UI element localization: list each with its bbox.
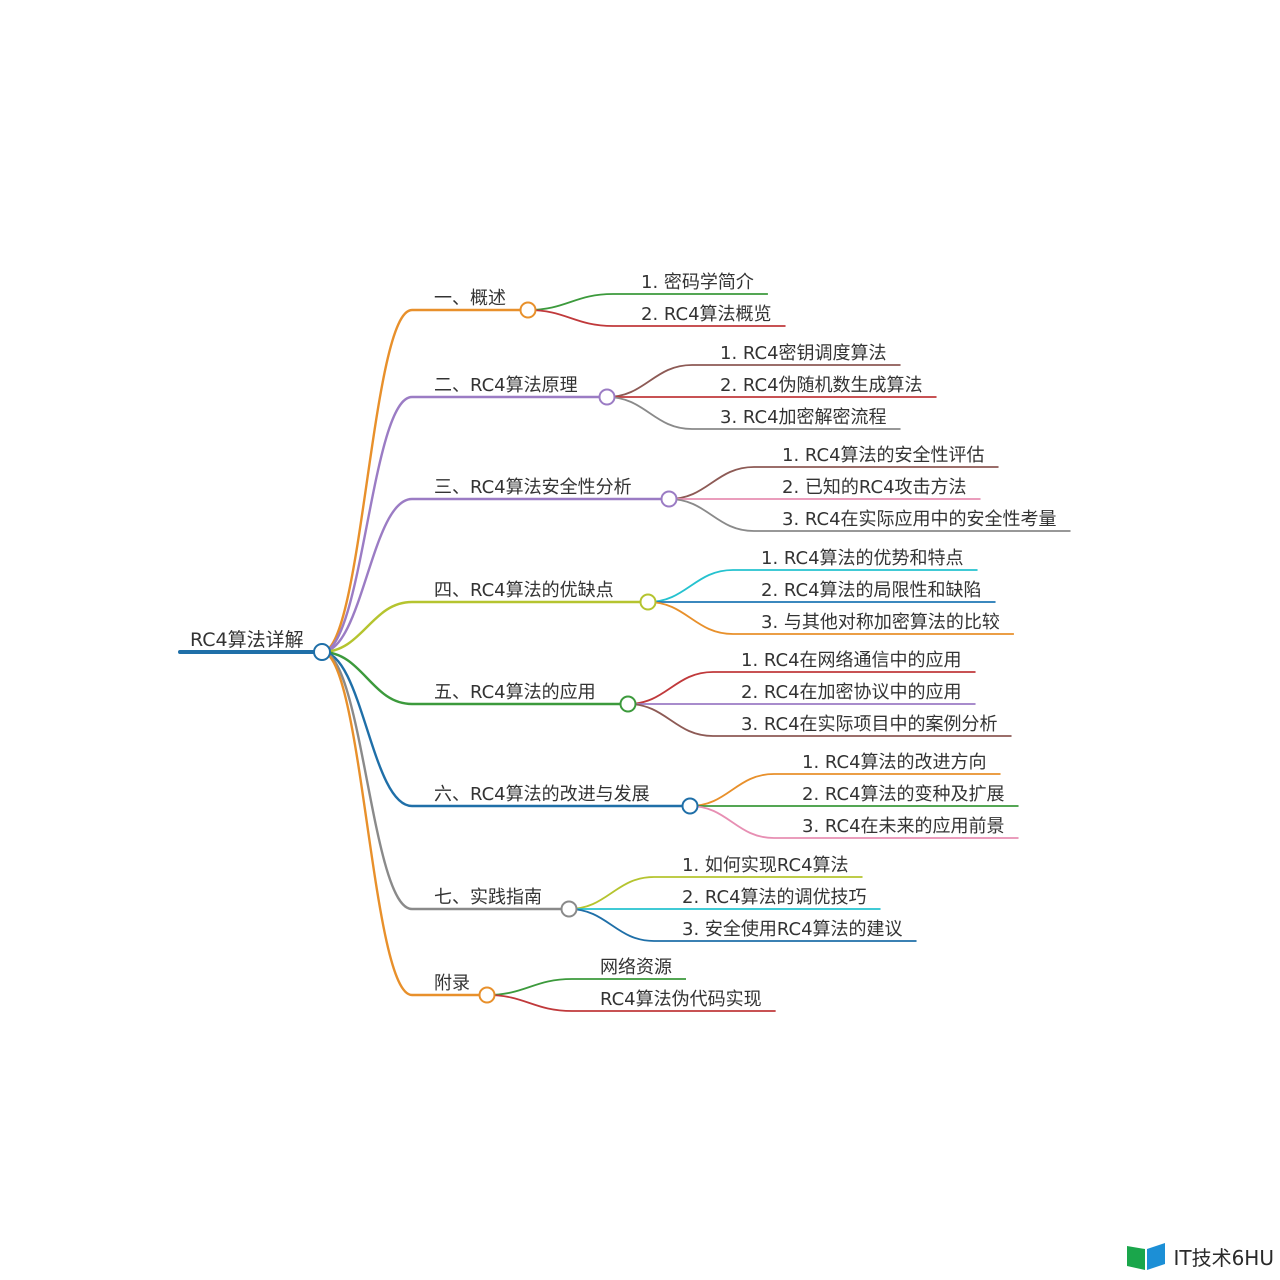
- branch-label-3: 三、RC4算法安全性分析: [434, 477, 632, 498]
- leaf-connector-8-2: [486, 994, 573, 1012]
- leaf-label-7-1: 1. 如何实现RC4算法: [682, 855, 849, 876]
- branch-node-circle-2[interactable]: [598, 388, 616, 406]
- leaf-connector-8-1: [486, 978, 573, 996]
- branch-label-4: 四、RC4算法的优缺点: [434, 580, 614, 601]
- branch-label-2: 二、RC4算法原理: [434, 375, 578, 396]
- leaf-label-3-2: 2. 已知的RC4攻击方法: [782, 477, 967, 498]
- leaf-label-4-3: 3. 与其他对称加密算法的比较: [761, 612, 1000, 633]
- leaf-label-1-2: 2. RC4算法概览: [641, 304, 772, 325]
- leaf-label-7-2: 2. RC4算法的调优技巧: [682, 887, 867, 908]
- book-logo-icon: [1127, 1243, 1166, 1270]
- leaf-label-6-1: 1. RC4算法的改进方向: [802, 752, 987, 773]
- leaf-connector-7-1: [568, 876, 655, 910]
- branch-connector-1: [321, 308, 413, 654]
- leaf-connector-2-1: [606, 364, 693, 398]
- leaf-label-4-2: 2. RC4算法的局限性和缺陷: [761, 580, 982, 601]
- leaf-connector-5-1: [627, 671, 714, 705]
- watermark-text: IT技术6HU: [1173, 1245, 1274, 1270]
- branch-node-circle-1[interactable]: [519, 301, 537, 319]
- branch-label-5: 五、RC4算法的应用: [434, 682, 596, 703]
- leaf-connector-6-3: [689, 805, 775, 839]
- branch-label-8: 附录: [434, 973, 470, 994]
- leaf-label-3-3: 3. RC4在实际应用中的安全性考量: [782, 509, 1057, 530]
- branch-node-circle-4[interactable]: [639, 593, 657, 611]
- leaf-connector-2-3: [606, 396, 693, 430]
- leaf-connector-6-1: [689, 773, 775, 807]
- leaf-label-4-1: 1. RC4算法的优势和特点: [761, 548, 964, 569]
- leaf-connector-3-1: [668, 466, 755, 500]
- leaf-label-5-3: 3. RC4在实际项目中的案例分析: [741, 714, 998, 735]
- branch-connector-8: [321, 650, 413, 997]
- connector-layer: [178, 293, 1071, 1012]
- leaf-label-3-1: 1. RC4算法的安全性评估: [782, 445, 985, 466]
- leaf-label-6-3: 3. RC4在未来的应用前景: [802, 816, 1005, 837]
- branch-node-circle-8[interactable]: [478, 986, 496, 1004]
- leaf-label-7-3: 3. 安全使用RC4算法的建议: [682, 919, 903, 940]
- branch-node-circle-6[interactable]: [681, 797, 699, 815]
- branch-label-1: 一、概述: [434, 288, 506, 309]
- leaf-label-5-2: 2. RC4在加密协议中的应用: [741, 682, 962, 703]
- leaf-connector-4-1: [647, 569, 734, 603]
- root-node-label: RC4算法详解: [190, 629, 304, 651]
- branch-connector-7: [321, 650, 413, 911]
- leaf-label-6-2: 2. RC4算法的变种及扩展: [802, 784, 1005, 805]
- leaf-label-5-1: 1. RC4在网络通信中的应用: [741, 650, 962, 671]
- watermark: IT技术6HU: [1125, 1238, 1274, 1274]
- leaf-label-2-2: 2. RC4伪随机数生成算法: [720, 375, 923, 396]
- root-node-circle[interactable]: [313, 643, 331, 661]
- leaf-label-2-3: 3. RC4加密解密流程: [720, 407, 887, 428]
- branch-node-circle-3[interactable]: [660, 490, 678, 508]
- branch-label-7: 七、实践指南: [434, 887, 542, 908]
- leaf-label-8-1: 网络资源: [600, 957, 672, 978]
- leaf-label-2-1: 1. RC4密钥调度算法: [720, 343, 887, 364]
- branch-node-circle-5[interactable]: [619, 695, 637, 713]
- leaf-connector-1-1: [527, 293, 614, 311]
- leaf-connector-5-3: [627, 703, 714, 737]
- branch-label-6: 六、RC4算法的改进与发展: [434, 784, 650, 805]
- leaf-connector-1-2: [527, 309, 614, 327]
- leaf-connector-7-3: [568, 908, 655, 942]
- branch-connector-2: [321, 395, 413, 654]
- leaf-connector-4-3: [647, 601, 734, 635]
- branch-connector-3: [321, 497, 413, 654]
- leaf-label-1-1: 1. 密码学简介: [641, 272, 754, 293]
- branch-node-circle-7[interactable]: [560, 900, 578, 918]
- branch-connector-4: [321, 600, 413, 654]
- branch-connector-5: [321, 650, 413, 706]
- branch-connector-6: [321, 650, 413, 808]
- leaf-label-8-2: RC4算法伪代码实现: [600, 989, 762, 1010]
- leaf-connector-3-3: [668, 498, 755, 532]
